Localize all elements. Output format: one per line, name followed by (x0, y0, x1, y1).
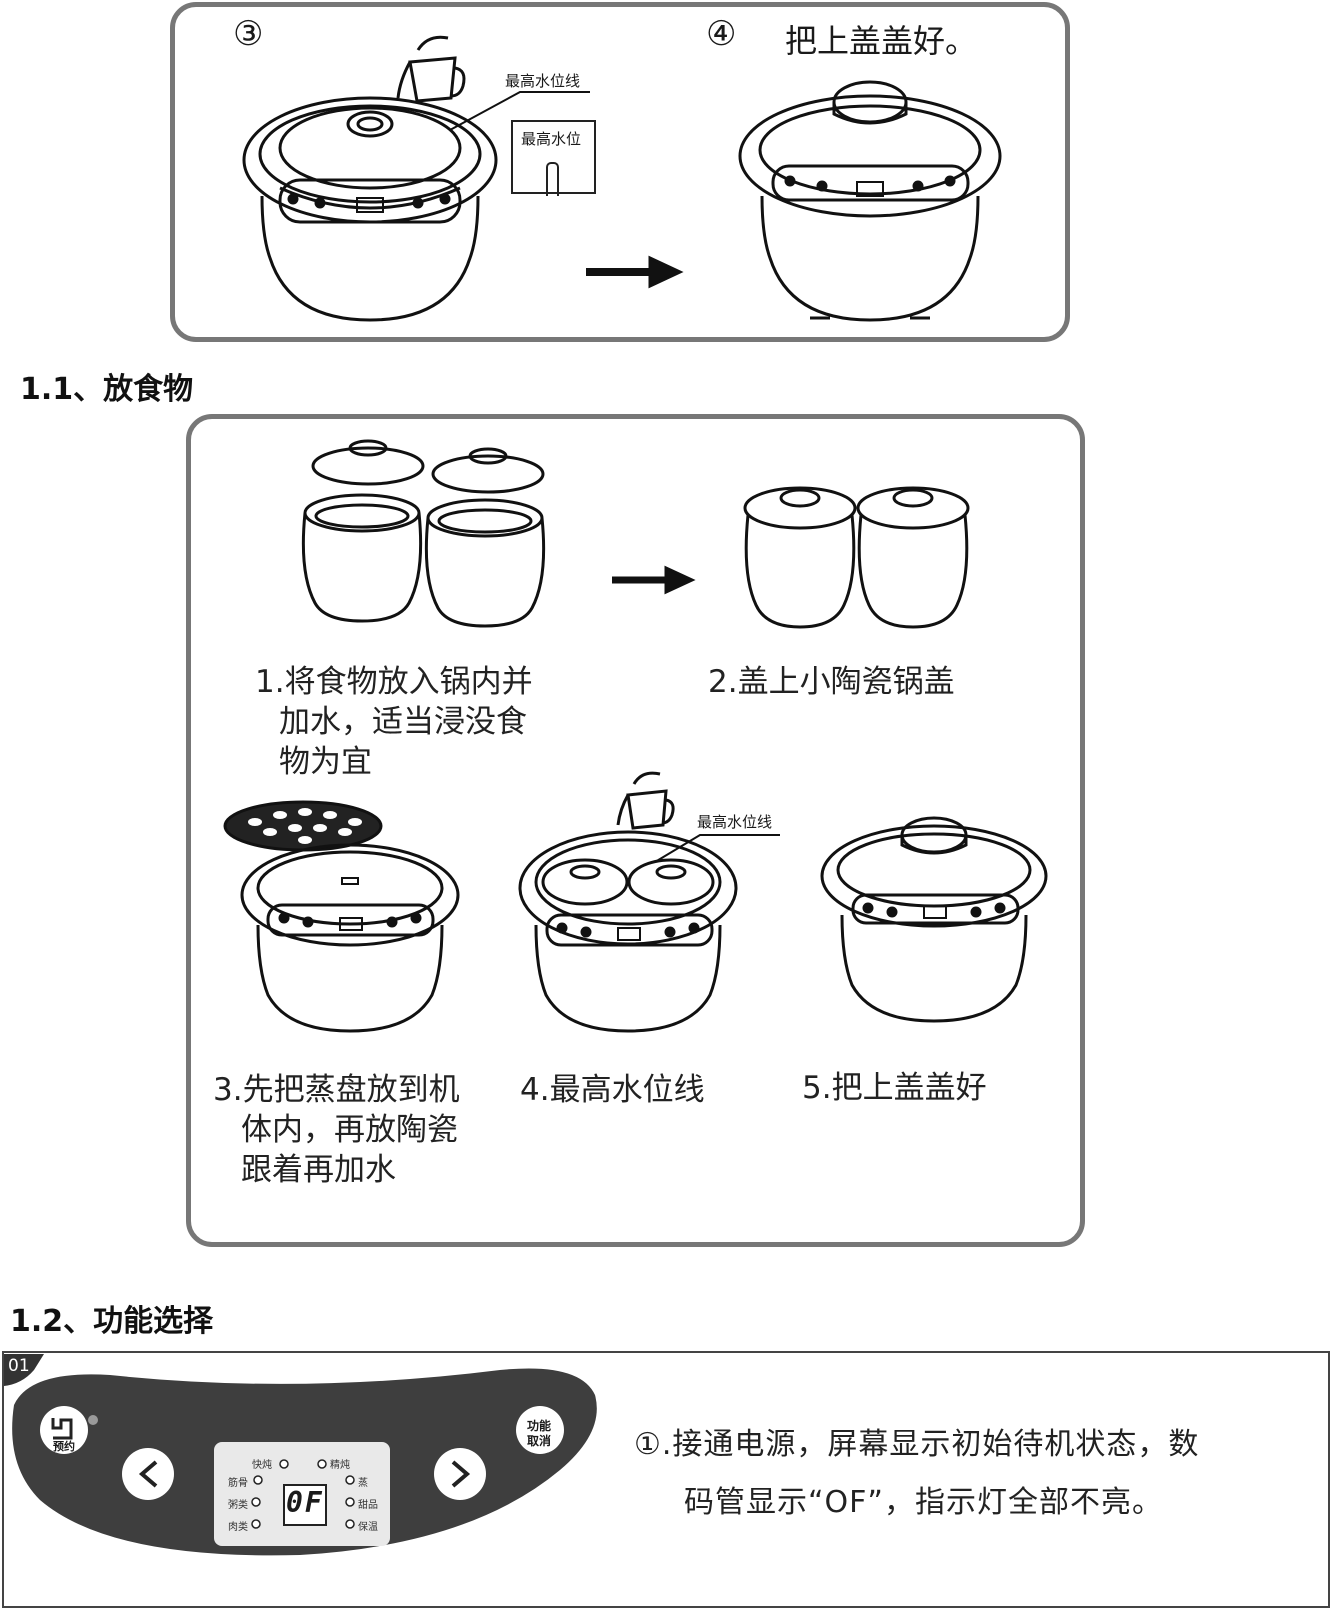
function-description-line-2: 码管显示“OF”，指示灯全部不亮。 (684, 1485, 1163, 1520)
step-4-text: 把上盖盖好。 (785, 22, 978, 60)
step-3-4-frame (170, 2, 1070, 342)
function-panel-frame (2, 1351, 1330, 1608)
function-button-label-1[interactable]: 功能 (527, 1419, 552, 1433)
max-water-inset: 最高水位 (511, 120, 596, 196)
mode-left-3: 肉类 (228, 1522, 248, 1533)
caption-step-4: 4.最高水位线 (520, 1070, 705, 1110)
step-3-marker: ③ (233, 14, 264, 54)
caption-1-line-3: 物为宜 (279, 744, 372, 780)
water-level-marker (546, 162, 559, 196)
step-4-marker: ④ (706, 14, 737, 54)
max-water-inset-label: 最高水位 (521, 130, 582, 148)
max-water-line-label-2: 最高水位线 (697, 813, 773, 831)
reserve-button-label[interactable]: 预约 (53, 1440, 75, 1453)
digital-display: 0F (286, 1486, 324, 1519)
caption-step-3: 3.先把蒸盘放到机 体内，再放陶瓷 跟着再加水 (213, 1070, 460, 1190)
section-1-2-heading: 1.2、功能选择 (10, 1304, 214, 1339)
function-description: ①.接通电源，屏幕显示初始待机状态，数 码管显示“OF”，指示灯全部不亮。 (634, 1416, 1199, 1532)
caption-3-line-2: 体内，再放陶瓷 (241, 1112, 458, 1148)
mode-top-1: 快炖 (252, 1460, 272, 1471)
caption-1-line-2: 加水，适当浸没食 (279, 704, 527, 740)
section-1-1-frame (186, 414, 1085, 1247)
mode-left-2: 粥类 (228, 1500, 248, 1511)
caption-step-5: 5.把上盖盖好 (802, 1068, 987, 1108)
caption-4-line-1: 4.最高水位线 (520, 1072, 705, 1108)
caption-step-1: 1.将食物放入锅内并 加水，适当浸没食 物为宜 (255, 662, 533, 782)
panel-tag-label: 01 (8, 1356, 30, 1376)
caption-2-line-1: 2.盖上小陶瓷锅盖 (708, 664, 955, 700)
caption-5-line-1: 5.把上盖盖好 (802, 1070, 987, 1106)
caption-3-line-1: 3.先把蒸盘放到机 (213, 1072, 460, 1108)
function-button-label-2[interactable]: 取消 (527, 1434, 552, 1448)
mode-right-3: 保温 (358, 1522, 378, 1533)
caption-1-line-1: 1.将食物放入锅内并 (255, 664, 533, 700)
caption-3-line-3: 跟着再加水 (241, 1152, 396, 1188)
max-water-line-label: 最高水位线 (505, 72, 581, 90)
caption-step-2: 2.盖上小陶瓷锅盖 (708, 662, 955, 702)
mode-right-1: 蒸 (358, 1478, 368, 1489)
mode-left-1: 筋骨 (228, 1478, 248, 1489)
mode-right-2: 甜品 (358, 1500, 378, 1511)
section-1-1-heading: 1.1、放食物 (20, 372, 194, 407)
function-description-line-1: ①.接通电源，屏幕显示初始待机状态，数 (634, 1427, 1200, 1462)
panel-tag (4, 1354, 44, 1386)
mode-top-2: 精炖 (330, 1460, 350, 1471)
